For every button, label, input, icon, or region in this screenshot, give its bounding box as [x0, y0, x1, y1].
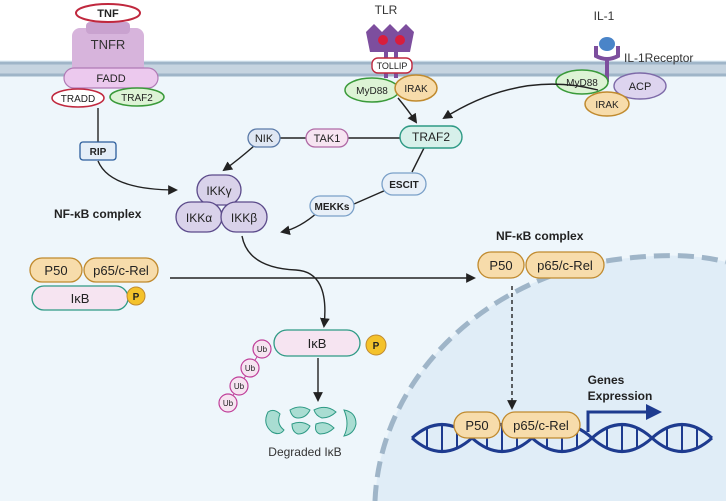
irak-il1-label: IRAK	[595, 100, 619, 111]
svg-text:Ub: Ub	[223, 399, 234, 408]
escit-label: ESCIT	[389, 180, 418, 191]
ub-2	[240, 358, 260, 378]
p50-nucleus-label: P50	[465, 418, 488, 433]
ikb-degraded-label: IκB	[308, 336, 327, 351]
p65-cyto-node	[83, 257, 159, 283]
ub-1	[252, 339, 272, 359]
phospho-degraded-label: P	[373, 341, 380, 352]
ikk-to-ikb-arrow	[241, 235, 330, 328]
p65-cyto-label: p65/c-Rel	[93, 263, 149, 278]
il1-label: IL-1	[594, 9, 615, 23]
tnf-receptor-complex: TNF TNFR FADD TRADD TRAF2 RIP	[51, 3, 165, 161]
mekks-label: MEKKs	[314, 202, 349, 213]
p50-cyto-node	[29, 257, 83, 283]
p50-cyto-label: P50	[44, 263, 67, 278]
nuclear-nfkb-complex: P50 p65/c-Rel	[453, 411, 581, 439]
myd88-tlr-label: MyD88	[356, 86, 388, 97]
tradd-node	[51, 88, 105, 108]
nfkb-complex-label-ikk: NF-κB complex	[54, 207, 142, 221]
svg-text:Ub: Ub	[245, 364, 256, 373]
il1-ligand	[599, 37, 615, 51]
phospho-cyto-label: P	[133, 292, 140, 303]
active-nfkb-complex: P50 p65/c-Rel	[477, 251, 605, 279]
rip-label: RIP	[90, 147, 107, 158]
fadd-label: FADD	[96, 73, 125, 85]
p65-nucleus-node	[501, 411, 581, 439]
tak1-node: TAK1	[305, 128, 349, 148]
traf2-node: TRAF2	[399, 125, 463, 149]
tlr-complex: TLR TOLLIP MyD88 IRAK	[344, 3, 438, 103]
tlr-receptor	[366, 24, 414, 52]
il1-to-traf2-arrow	[442, 83, 599, 120]
tollip-label: TOLLIP	[377, 61, 408, 71]
expression-label: Expression	[588, 389, 653, 403]
ikb-degraded-node	[273, 329, 361, 357]
nucleus	[375, 255, 726, 501]
fadd-node	[63, 67, 159, 89]
tradd-label: TRADD	[61, 94, 95, 105]
p50-nucleus-node	[453, 411, 501, 439]
traf2-membrane-label: TRAF2	[121, 93, 153, 104]
mekks-node: MEKKs	[309, 195, 355, 217]
acp-node	[613, 72, 667, 100]
p65-active-node	[525, 251, 605, 279]
svg-text:Ub: Ub	[234, 382, 245, 391]
p50-active-label: P50	[489, 258, 512, 273]
il1-receptor-complex: IL-1 IL-1Receptor ACP MyD88 IRAK	[555, 9, 693, 117]
ikk-complex: IKKγ IKKα IKKβ	[175, 174, 268, 233]
ikk-gamma-label: IKKγ	[206, 184, 231, 198]
tlr-to-traf2-arrow	[397, 97, 418, 124]
traf2-escit-link	[411, 147, 425, 173]
traf2-label: TRAF2	[412, 130, 450, 144]
nik-label: NIK	[255, 133, 274, 145]
irak-tlr-node	[394, 74, 438, 102]
transcription-arrowhead	[646, 404, 662, 420]
ub-4	[218, 393, 238, 413]
ubiquitin-chain: Ub Ub Ub Ub	[218, 339, 272, 413]
myd88-il1-node	[555, 69, 609, 95]
ub-3	[229, 376, 249, 396]
svg-text:Ub: Ub	[257, 345, 268, 354]
tnf-label: TNF	[97, 8, 119, 20]
escit-node: ESCIT	[381, 172, 427, 196]
rip-node	[79, 141, 117, 161]
ikb-cyto-label: IκB	[71, 291, 90, 306]
ikk-beta-node	[220, 201, 268, 233]
nik-node: NIK	[247, 128, 281, 148]
phospho-degraded-badge	[365, 334, 387, 356]
p50-active-node	[477, 251, 525, 279]
genes-label: Genes	[588, 373, 625, 387]
irak-il1-node	[584, 91, 630, 117]
nfkb-complex-label-active: NF-κB complex	[496, 229, 584, 243]
degraded-ikb-label: Degraded IκB	[268, 445, 341, 459]
tnfr-label: TNFR	[91, 37, 126, 52]
p65-active-label: p65/c-Rel	[537, 258, 593, 273]
rip-to-ikk-arrow	[97, 160, 178, 195]
acp-label: ACP	[629, 81, 652, 93]
tollip-node	[371, 57, 413, 74]
escit-mekks-link	[353, 189, 387, 205]
irak-tlr-label: IRAK	[404, 84, 428, 95]
tlr-label: TLR	[375, 3, 398, 17]
phospho-cyto-badge	[126, 286, 146, 306]
phospho-ikb: IκB P	[273, 329, 387, 357]
degraded-fragments	[265, 406, 357, 437]
transcription-start-arrow	[586, 410, 648, 432]
inactive-nfkb-complex: P50 p65/c-Rel IκB P	[29, 257, 159, 311]
ikk-beta-label: IKKβ	[231, 211, 257, 225]
p65-nucleus-label: p65/c-Rel	[513, 418, 569, 433]
tak1-label: TAK1	[314, 133, 341, 145]
ikk-gamma-node	[196, 174, 242, 206]
tnf-ligand	[75, 3, 141, 23]
traf2-membrane-node	[109, 87, 165, 107]
il1-receptor-label: IL-1Receptor	[624, 51, 693, 65]
myd88-il1-label: MyD88	[566, 78, 598, 89]
nik-to-ikk-arrow	[222, 145, 255, 172]
ikk-alpha-label: IKKα	[186, 211, 212, 225]
